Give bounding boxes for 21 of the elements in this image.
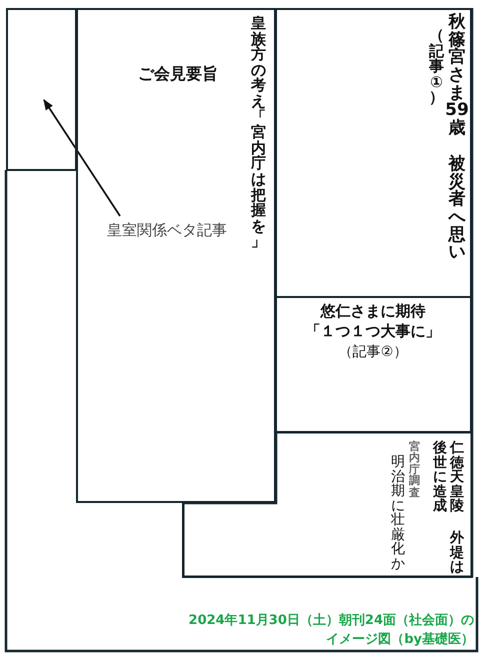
sub-headline: 「１つ１つ大事に」: [304, 324, 442, 340]
article-box: [275, 8, 472, 298]
arrow: [43, 99, 121, 216]
headline: 悠仁さまに期待: [319, 304, 426, 320]
vertical-headline: 後世に造成: [432, 441, 448, 514]
article-label: （記事②）: [338, 345, 408, 360]
vertical-headline: 被災者へ思い: [447, 156, 467, 262]
caption: 2024年11月30日（土）朝刊24面（社会面）のイメージ図（by基礎医）: [188, 612, 474, 649]
vertical-headline: 外堤は: [448, 531, 465, 575]
article-box: [182, 431, 473, 578]
vertical-headline: 明治期に壮厳化か: [390, 455, 406, 572]
annotation-text: 皇室関係ベタ記事: [92, 218, 242, 242]
vertical-headline: 皇族方の考え「宮内庁は把握を」: [250, 16, 267, 250]
article-box: [76, 8, 276, 503]
empty-box: [6, 8, 77, 171]
article-label: （記事①）: [428, 28, 446, 106]
section-heading: ご会見要旨: [137, 66, 219, 83]
vertical-headline: 秋篠宮さま59歳: [445, 14, 469, 138]
article-box: [275, 296, 472, 433]
vertical-headline: 仁徳天皇陵: [448, 441, 465, 514]
sub-headline: 宮内庁調査: [408, 441, 421, 498]
